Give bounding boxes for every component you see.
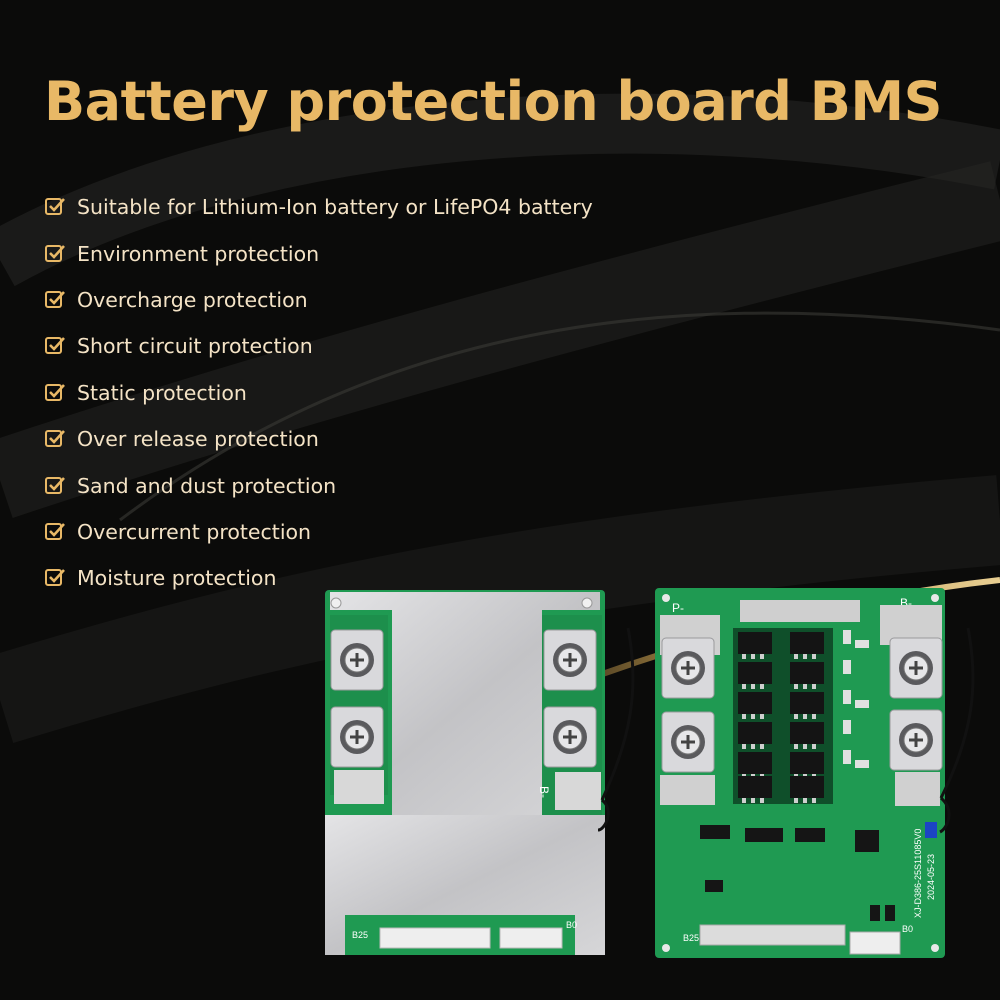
feature-label: Suitable for Lithium-Ion battery or Life… [77, 195, 593, 220]
bms-board-right: P- B- [655, 588, 975, 958]
b25-label: B25 [683, 933, 699, 943]
list-item: Overcharge protection [44, 277, 593, 323]
feature-label: Overcurrent protection [77, 519, 312, 544]
b0-label: B0 [902, 924, 913, 934]
feature-label: Overcharge protection [77, 287, 308, 312]
list-item: Static protection [44, 370, 593, 416]
b25-label: B25 [352, 930, 368, 940]
feature-list: Suitable for Lithium-Ion battery or Life… [44, 184, 593, 602]
checkbox-check-icon [45, 244, 65, 262]
terminal-block [329, 615, 388, 804]
checkbox-check-icon [45, 198, 65, 216]
list-item: Sand and dust protection [44, 462, 593, 508]
bms-board-left: B- B25 B0 [325, 590, 635, 955]
feature-label: Static protection [77, 380, 247, 405]
mosfet-array [733, 628, 833, 804]
checkbox-check-icon [45, 522, 65, 540]
feature-label: Environment protection [77, 241, 320, 266]
date-label: 2024-05-23 [926, 854, 936, 900]
b-minus-label: B- [537, 786, 551, 798]
list-item: Environment protection [44, 230, 593, 276]
checkbox-check-icon [45, 476, 65, 494]
checkbox-check-icon [45, 569, 65, 587]
b0-label: B0 [566, 920, 577, 930]
feature-label: Moisture protection [77, 566, 277, 591]
terminal-block: B- [537, 615, 602, 815]
feature-label: Sand and dust protection [77, 473, 337, 498]
feature-label: Over release protection [77, 427, 319, 452]
checkbox-check-icon [45, 383, 65, 401]
list-item: Over release protection [44, 416, 593, 462]
list-item: Overcurrent protection [44, 509, 593, 555]
list-item: Suitable for Lithium-Ion battery or Life… [44, 184, 593, 230]
p-minus-label: P- [672, 601, 684, 615]
list-item: Short circuit protection [44, 323, 593, 369]
checkbox-check-icon [45, 430, 65, 448]
model-number-label: XJ-D386-25S11085V0 [913, 829, 923, 918]
checkbox-check-icon [45, 337, 65, 355]
checkbox-check-icon [45, 290, 65, 308]
page-title: Battery protection board BMS [44, 70, 943, 133]
feature-label: Short circuit protection [77, 334, 313, 359]
list-item: Moisture protection [44, 555, 593, 601]
